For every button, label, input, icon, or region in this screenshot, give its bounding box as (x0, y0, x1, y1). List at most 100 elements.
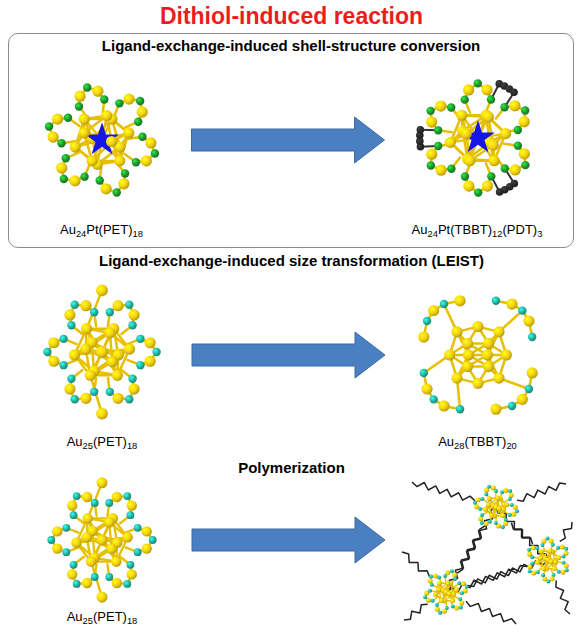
gold-atom (535, 560, 540, 565)
gold-atom (104, 327, 115, 338)
sulfur-atom (138, 133, 146, 141)
gold-atom (48, 337, 59, 348)
gold-atom (418, 331, 429, 342)
gold-atom (141, 526, 151, 536)
gold-atom (428, 578, 433, 583)
sulfur-atom (536, 570, 540, 574)
sulfur-atom (435, 603, 439, 607)
gold-atom (69, 175, 80, 186)
sulfur-atom (136, 361, 144, 369)
gold-atom (101, 110, 112, 121)
gold-atom (486, 502, 491, 507)
sulfur-atom (96, 176, 104, 184)
sulfur-atom (429, 575, 433, 579)
gold-atom (433, 573, 438, 578)
cluster-figure (527, 537, 569, 584)
gold-atom (436, 587, 441, 592)
label-wrap: Ligand-exchange-induced size transformat… (0, 252, 583, 269)
gold-atom (111, 556, 121, 566)
node-text: Au24Pt(TBBT)12(PDT)3 (412, 222, 543, 237)
gold-atom (487, 496, 492, 501)
gold-atom (503, 521, 508, 526)
sulfur-atom (440, 300, 448, 308)
sulfur-atom (67, 321, 75, 329)
bond (90, 375, 102, 413)
gold-atom (547, 549, 552, 554)
sulfur-atom (132, 158, 140, 166)
cluster-figure (423, 569, 469, 614)
gold-atom (478, 516, 483, 521)
sulfur-atom (437, 576, 441, 580)
sulfur-atom (91, 499, 99, 507)
gold-atom (484, 488, 489, 493)
gold-atom (114, 155, 125, 166)
gold-atom (118, 178, 129, 189)
gold-atom (433, 592, 438, 597)
gold-atom (456, 110, 467, 121)
polymer-chain (511, 523, 548, 560)
polymer-chain (457, 507, 496, 573)
gold-atom (52, 543, 62, 553)
gold-atom (531, 570, 536, 575)
sulfur-atom (59, 335, 67, 343)
gold-atom (501, 349, 512, 360)
polymer-chain (404, 604, 428, 620)
sulfur-atom (494, 521, 498, 525)
polymer-chain (560, 522, 572, 541)
gold-atom (112, 300, 123, 311)
gold-atom (437, 581, 442, 586)
gold-atom (538, 555, 543, 560)
node-text: Ligand-exchange-induced shell-structure … (102, 37, 480, 54)
gold-atom (556, 555, 561, 560)
sulfur-atom (75, 102, 83, 110)
sulfur-atom (434, 142, 442, 150)
gold-atom (92, 86, 103, 97)
cluster-figure (418, 295, 538, 415)
gold-atom (426, 149, 437, 160)
sulfur-atom (115, 99, 123, 107)
gold-atom (421, 383, 432, 394)
node-text: Au25(PET)18 (67, 609, 138, 624)
sulfur-atom (556, 546, 560, 550)
gold-atom (52, 114, 63, 125)
gold-atom (74, 91, 85, 102)
sulfur-atom (59, 361, 67, 369)
gold-atom (64, 383, 75, 394)
carbon-atom (510, 88, 518, 96)
sulfur-atom (474, 188, 482, 196)
cluster-figure (473, 485, 519, 530)
gold-atom (67, 500, 77, 510)
cluster-node: Au25(PET)18 (12, 475, 192, 627)
gold-atom (439, 598, 444, 603)
polymer-chain (412, 482, 475, 501)
gold-atom (445, 570, 450, 575)
sulfur-atom (105, 573, 113, 581)
sulfur-atom (487, 485, 491, 489)
sulfur-atom (121, 169, 129, 177)
sulfur-atom (62, 154, 70, 162)
gold-atom (96, 346, 108, 358)
sulfur-atom (125, 301, 133, 309)
polymer-chain (467, 560, 548, 586)
gold-atom (79, 113, 90, 124)
sulfur-atom (152, 348, 160, 356)
sulfur-atom (451, 604, 455, 608)
gold-atom (67, 569, 77, 579)
sulfur-atom (123, 580, 131, 588)
gold-atom (82, 513, 92, 523)
sulfur-atom (136, 97, 144, 105)
sulfur-atom (484, 492, 488, 496)
sulfur-atom (151, 149, 159, 157)
section-heading: Polymerization (238, 459, 345, 476)
gold-atom (97, 592, 108, 603)
gold-atom (106, 136, 117, 147)
sulfur-atom (480, 521, 484, 525)
gold-atom (127, 500, 137, 510)
sulfur-atom (487, 95, 495, 103)
sulfur-atom (47, 536, 55, 544)
sulfur-atom (501, 525, 505, 529)
sulfur-atom (64, 114, 72, 122)
gold-atom (489, 155, 500, 166)
